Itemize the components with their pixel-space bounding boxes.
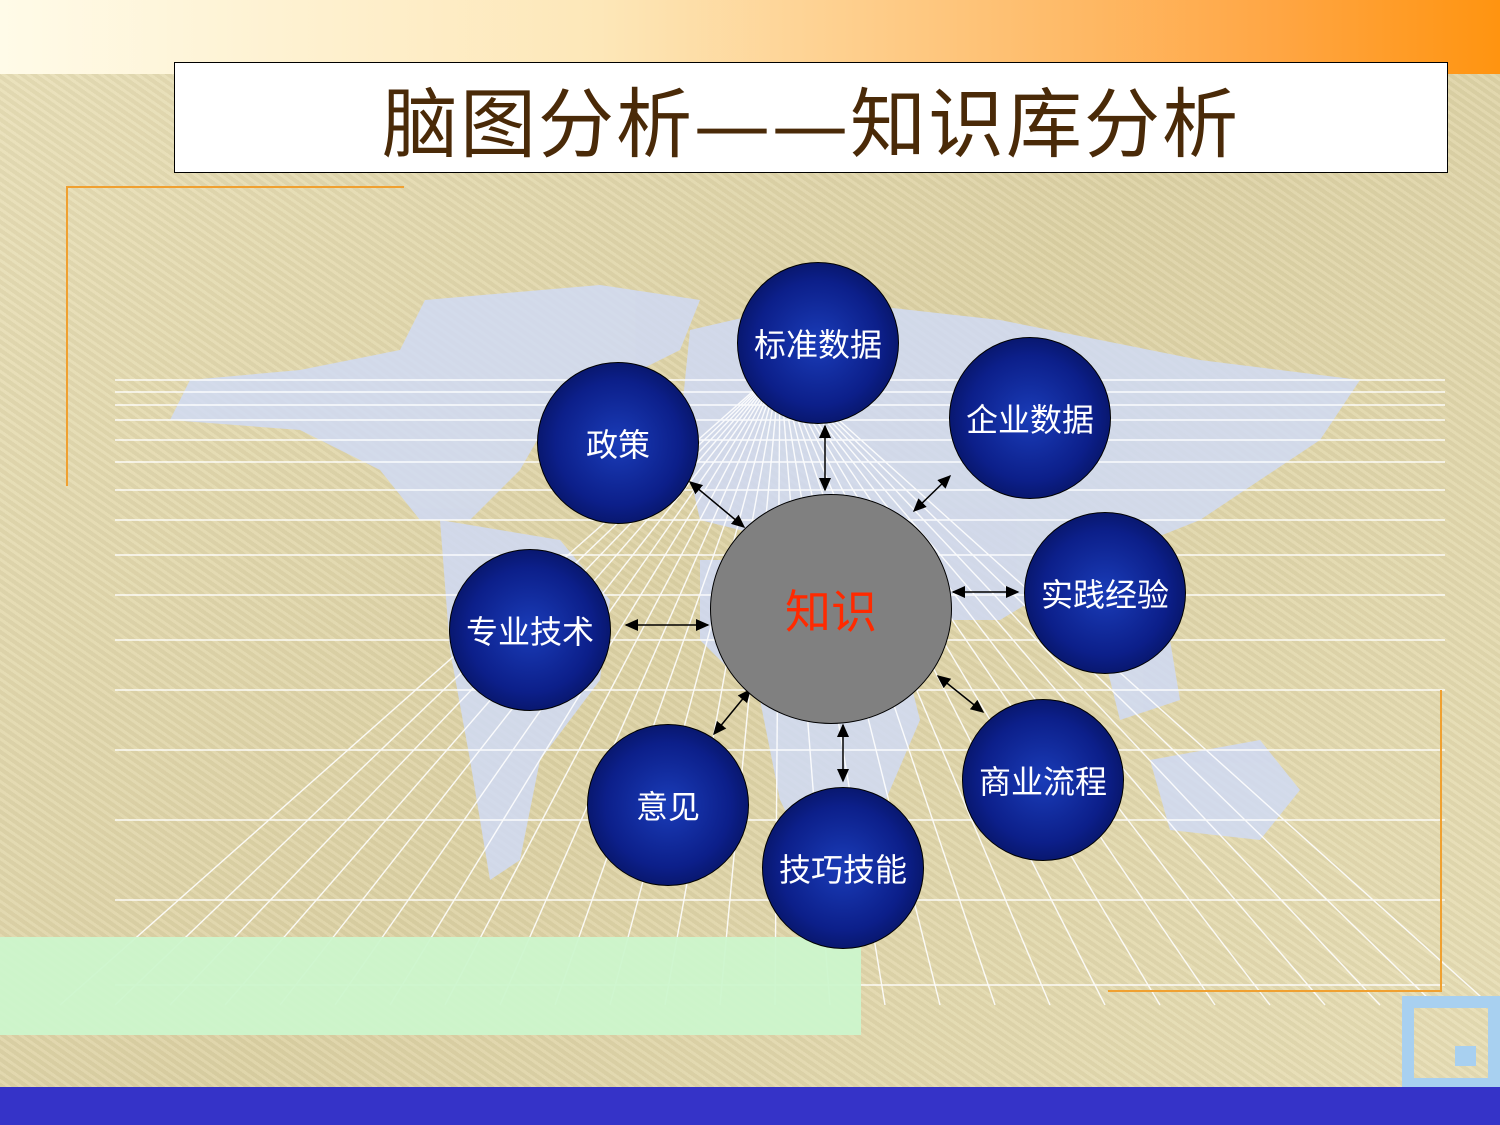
grid-ray	[793, 379, 1491, 1006]
grid-ray	[790, 379, 1326, 1006]
green-panel	[0, 937, 861, 1035]
node-label: 企业数据	[965, 401, 1094, 439]
grid-ray	[791, 379, 1381, 1006]
title-box: 脑图分析——知识库分析	[174, 62, 1448, 173]
node-label: 商业流程	[978, 763, 1107, 801]
node-label: 政策	[585, 426, 650, 464]
node-skills: 技巧技能	[762, 787, 924, 949]
corner-logo-notch	[1455, 1046, 1476, 1066]
grid-ray	[788, 379, 1216, 1006]
node-practice-experience: 实践经验	[1024, 512, 1186, 674]
bottom-bar	[0, 1087, 1500, 1125]
center-node-knowledge: 知识	[710, 494, 952, 724]
node-label: 实践经验	[1040, 576, 1169, 614]
slide-title: 脑图分析——知识库分析	[382, 79, 1240, 169]
node-enterprise-data: 企业数据	[949, 337, 1111, 499]
node-standard-data: 标准数据	[737, 262, 899, 424]
grid-ray	[609, 379, 778, 1006]
node-opinion: 意见	[587, 724, 749, 886]
grid-ray	[789, 379, 1271, 1006]
arrow-policy	[688, 481, 746, 528]
node-business-process: 商业流程	[962, 699, 1124, 861]
center-node-label: 知识	[785, 585, 877, 639]
top-gradient-bar	[0, 0, 1500, 74]
node-policy: 政策	[537, 362, 699, 524]
node-label: 标准数据	[753, 326, 882, 364]
frame-line-bottom	[1108, 990, 1442, 992]
node-label: 技巧技能	[778, 851, 907, 889]
arrow-opinion	[713, 688, 751, 736]
frame-line-top	[66, 186, 404, 188]
frame-line-left	[66, 186, 68, 486]
arrow-process	[936, 675, 985, 713]
node-label: 专业技术	[465, 613, 594, 651]
grid-ray	[792, 379, 1436, 1006]
arrow-enterprise-data	[912, 474, 952, 513]
frame-line-right	[1440, 690, 1442, 992]
node-label: 意见	[635, 788, 700, 826]
node-expertise: 专业技术	[449, 549, 611, 711]
